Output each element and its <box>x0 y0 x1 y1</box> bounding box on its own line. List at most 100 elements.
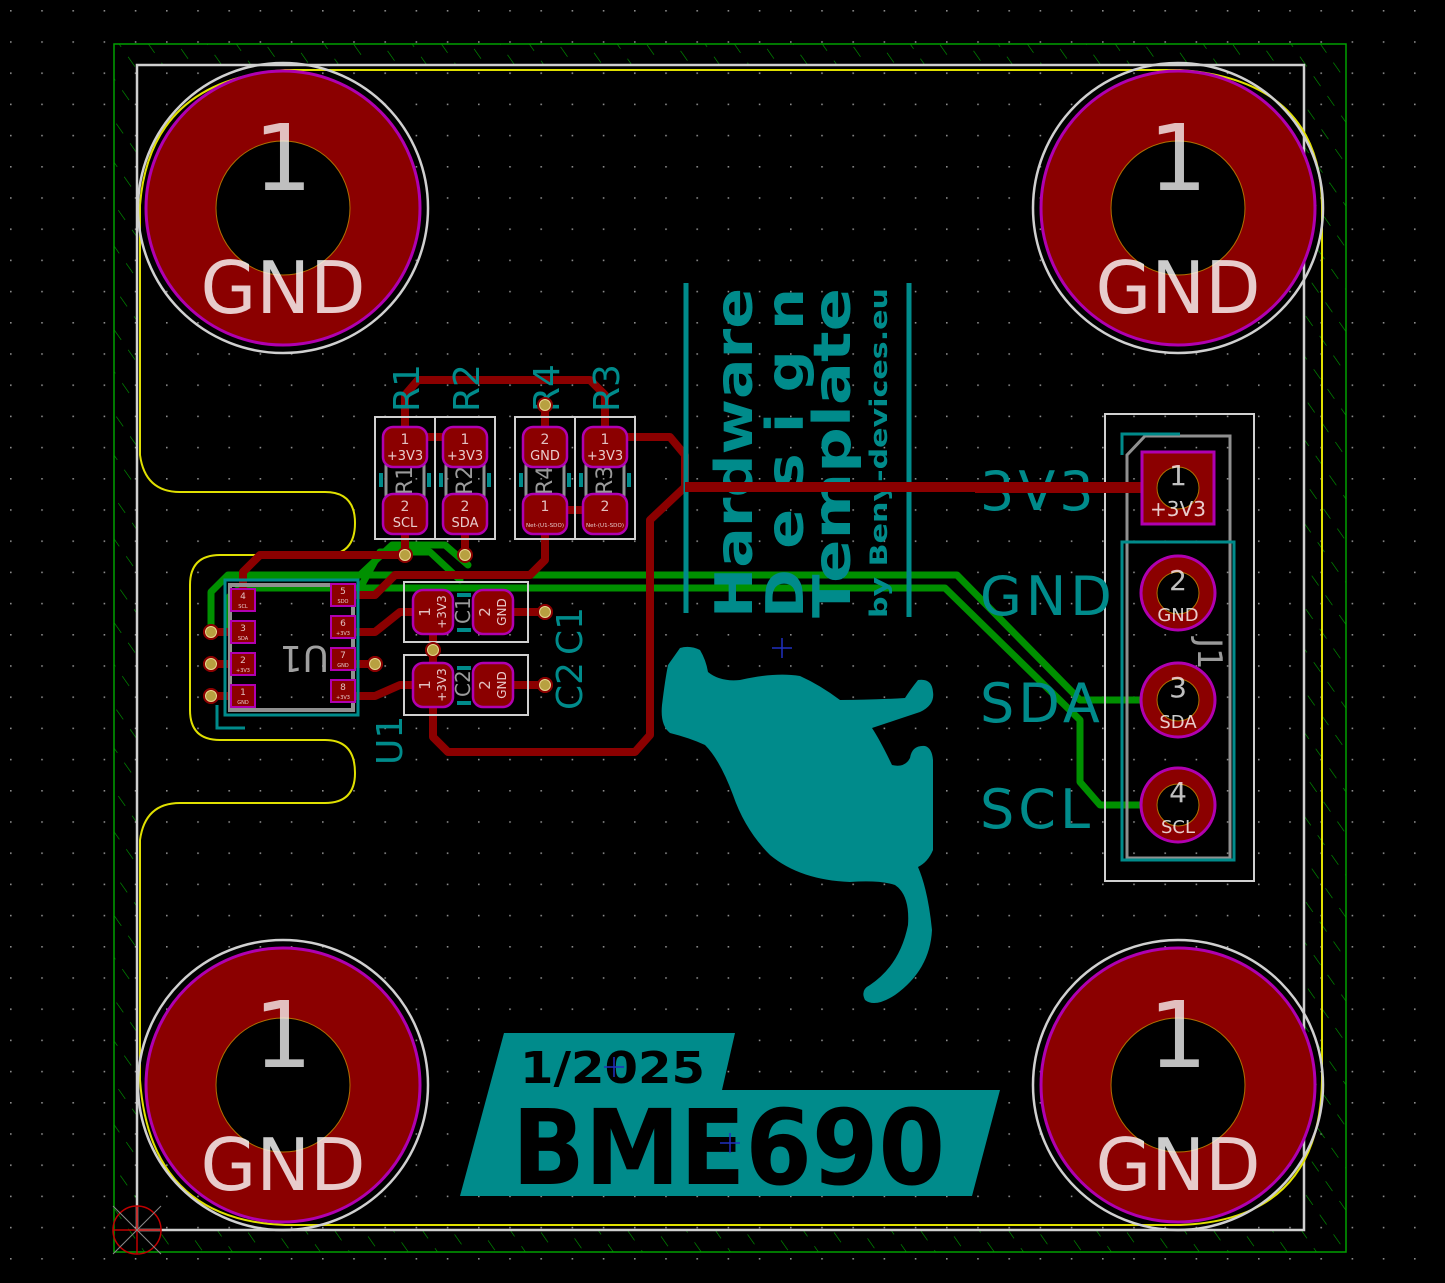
resistor-fab-ref: R3 <box>593 466 618 495</box>
pad-net: +3V3 <box>435 668 449 702</box>
ic-pad[interactable] <box>330 583 356 607</box>
trace-sdo <box>339 506 549 599</box>
pad-number: 2 <box>401 499 410 515</box>
j1-silk-body <box>1120 540 1236 862</box>
pad-net: +3V3 <box>447 449 483 464</box>
pad-net: SCL <box>1161 817 1195 838</box>
pad-number: 3 <box>240 624 246 634</box>
pad-number: 1 <box>461 432 470 448</box>
via-drill <box>369 658 381 670</box>
pad-number: 1 <box>416 607 434 617</box>
pad-net: +3V3 <box>435 595 449 629</box>
pad-net: GND <box>237 700 249 706</box>
capacitor-silk-mark <box>457 666 471 670</box>
capacitor-ref-label: C2 <box>550 662 591 710</box>
u1-courtyard <box>223 578 360 717</box>
mounting-hole-net: GND <box>200 1123 365 1207</box>
connector-pad-drill <box>1156 466 1200 510</box>
pad-number: 2 <box>1169 564 1187 597</box>
resistor-fab-ref: R4 <box>533 466 558 495</box>
logo-line-hardware: Hardware <box>705 288 765 618</box>
ic-pad[interactable] <box>230 588 256 612</box>
ic-pad[interactable] <box>330 679 356 703</box>
pad-number: 3 <box>1169 671 1187 704</box>
resistor-silk-mark <box>519 473 523 487</box>
mounting-hole-net: GND <box>200 246 365 330</box>
via-drill <box>399 549 411 561</box>
mounting-hole-pad-number: 1 <box>254 982 313 1089</box>
ic-pad[interactable] <box>230 620 256 644</box>
resistor-silk-mark <box>427 473 431 487</box>
ic-pad[interactable] <box>230 684 256 708</box>
connector-pin-label: SCL <box>980 778 1094 841</box>
pad-net: +3V3 <box>336 631 350 637</box>
ic-pad[interactable] <box>330 647 356 671</box>
resistor-pad[interactable] <box>581 425 629 469</box>
capacitor-pad[interactable] <box>471 661 515 709</box>
mounting-hole-pad-number: 1 <box>1149 982 1208 1089</box>
pad-number: 7 <box>340 651 346 661</box>
center-crosshairs <box>604 638 792 1153</box>
resistor-silk-mark <box>439 473 443 487</box>
capacitor-pad[interactable] <box>471 588 515 636</box>
connector-pad-drill <box>1156 571 1200 615</box>
resistor-fab-ref: R1 <box>393 466 418 495</box>
capacitor-courtyard <box>403 581 529 643</box>
via-drill <box>459 549 471 561</box>
pad-net: SDO <box>338 599 349 605</box>
pad-net: GND <box>495 598 509 626</box>
resistor-pad[interactable] <box>381 425 429 469</box>
pad-number: 1 <box>601 432 610 448</box>
logo-block: Hardware D e s i g n Template by Beny-de… <box>683 283 912 618</box>
trace-3v3-over-label <box>975 482 1175 493</box>
pad-net: +3V3 <box>587 449 623 464</box>
mounting-hole-courtyard <box>1031 61 1325 355</box>
pad-net: +3V3 <box>336 695 350 701</box>
resistor-silk-mark <box>627 473 631 487</box>
pad-net: SDA <box>238 636 249 642</box>
via-drill <box>205 658 217 670</box>
mounting-hole-courtyard <box>136 61 430 355</box>
capacitor-pad[interactable] <box>411 661 455 709</box>
resistor-ref-label: R2 <box>447 364 488 412</box>
resistor-silk-mark <box>567 473 571 487</box>
logo-line-template: Template <box>803 288 863 618</box>
resistor-pad[interactable] <box>381 492 429 536</box>
resistor-pad[interactable] <box>441 492 489 536</box>
trace-3v3-down <box>429 483 689 756</box>
capacitor-silk-mark <box>457 593 471 597</box>
mounting-hole-drill <box>1110 140 1246 276</box>
pad-number: 2 <box>461 499 470 515</box>
capacitor-pad[interactable] <box>411 588 455 636</box>
via-drill <box>205 626 217 638</box>
title-block: 1/2025 BME690 <box>460 1033 1000 1209</box>
mounting-hole-net: GND <box>1095 1123 1260 1207</box>
ic-pad[interactable] <box>330 615 356 639</box>
u1-pin1-marker <box>215 705 245 730</box>
resistor-pad[interactable] <box>441 425 489 469</box>
pad-number: 4 <box>240 592 246 602</box>
pad-net: SDA <box>1159 712 1197 733</box>
resistor-pad[interactable] <box>521 492 569 536</box>
mounting-hole-drill <box>215 140 351 276</box>
resistor-pad[interactable] <box>521 425 569 469</box>
resistor-pad[interactable] <box>581 492 629 536</box>
pad-number: 2 <box>476 680 494 690</box>
pad-number: 8 <box>340 683 346 693</box>
ic-pad[interactable] <box>230 652 256 676</box>
via-drill <box>539 606 551 618</box>
pad-number: 2 <box>541 432 550 448</box>
resistor-fab-ref: R2 <box>453 466 478 495</box>
